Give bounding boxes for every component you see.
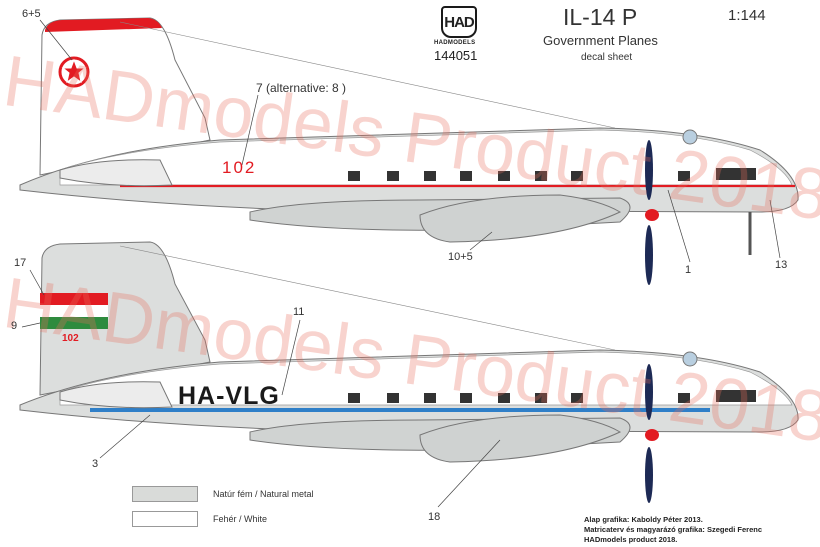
legend-swatch-white — [132, 511, 198, 527]
legend-swatch-natural-metal — [132, 486, 198, 502]
bottom-fin — [39, 241, 211, 396]
scale-label: 1:144 — [728, 7, 766, 24]
top-astrodome — [682, 129, 698, 145]
bottom-fuselage-white-top — [59, 351, 793, 406]
kit-number: 144051 — [434, 48, 478, 63]
legend-label-natural-metal: Natúr fém / Natural metal — [213, 489, 314, 499]
sheet-label: decal sheet — [581, 52, 633, 63]
sheet-subtitle: Government Planes — [543, 33, 658, 48]
callout-9: 9 — [11, 320, 18, 332]
callout-7: 7 (alternative: 8 ) — [256, 81, 347, 95]
logo-subtitle: HADMODELS — [434, 40, 476, 46]
top-fuselage-marking: 102 — [222, 158, 257, 177]
callout-10-5: 10+5 — [448, 251, 473, 263]
callout-17: 17 — [14, 257, 27, 269]
top-fin — [39, 17, 211, 176]
logo-text: HAD — [444, 13, 474, 31]
callout-18: 18 — [428, 511, 441, 523]
callout-3: 3 — [92, 458, 99, 470]
red-star-icon — [58, 56, 90, 88]
top-windows — [348, 168, 756, 181]
bottom-fin-green-band — [40, 317, 108, 329]
callout-6-5: 6+5 — [22, 8, 41, 20]
bottom-astrodome — [682, 351, 698, 367]
credit-line-2: Matricaterv és magyarázó grafika: Szeged… — [584, 525, 762, 534]
bottom-propeller-icon — [645, 364, 659, 503]
top-fuselage-white-top — [59, 129, 793, 186]
legend-label-white: Fehér / White — [213, 514, 268, 524]
bottom-tailplane — [59, 381, 173, 409]
bottom-nacelle — [419, 414, 622, 463]
bottom-windows — [348, 390, 756, 403]
bottom-registration: HA-VLG — [178, 382, 280, 410]
top-propeller-icon — [645, 140, 659, 285]
top-fin-red-tip — [45, 18, 162, 32]
top-nacelle — [419, 194, 622, 243]
top-tailplane — [59, 159, 173, 187]
bottom-fin-white-band — [40, 305, 108, 317]
credit-line-3: HADmodels product 2018. — [584, 535, 678, 544]
callout-11: 11 — [293, 306, 305, 318]
callout-1: 1 — [685, 264, 692, 276]
top-antenna-wire — [119, 21, 616, 129]
callout-13: 13 — [775, 259, 788, 271]
hadmodels-logo: HAD — [441, 6, 477, 38]
bottom-fin-red-band — [40, 293, 108, 305]
credit-line-1: Alap grafika: Kaboldy Péter 2013. — [584, 515, 703, 524]
bottom-fin-serial: 102 — [62, 333, 79, 344]
bottom-antenna-wire — [119, 245, 616, 351]
sheet-title: IL-14 P — [563, 4, 638, 30]
